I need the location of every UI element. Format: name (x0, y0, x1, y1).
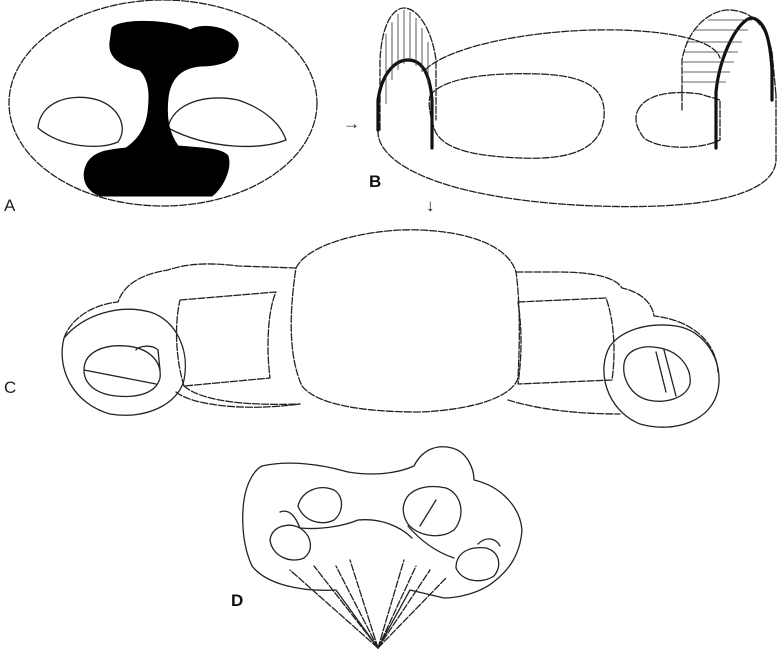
panel-a-left-ring (38, 97, 122, 146)
panel-b-top-rim (425, 30, 720, 70)
panel-c-upper-outline-right (516, 272, 718, 372)
panel-b-label: B (369, 172, 381, 191)
panel-d-fan-lines (290, 560, 446, 648)
panel-d-left-loop-upper (298, 488, 342, 523)
panel-a-right-ring (168, 98, 286, 147)
panel-d-right-loop-lower (456, 548, 499, 581)
panel-c-left-drum-lower (184, 386, 300, 404)
panel-c-left-ring-strip (136, 346, 160, 370)
panel-b-left-hole (429, 74, 604, 159)
panel-c-label: C (4, 378, 16, 397)
panel-b: B (369, 8, 776, 207)
panel-d-right-loop-mid (478, 539, 500, 546)
panel-b-right-arch (682, 10, 776, 148)
panel-d-left-arm (280, 511, 412, 538)
arrow-a-to-b: → (343, 114, 360, 133)
panel-b-right-arch-bold (716, 18, 772, 148)
panel-d: D (231, 447, 522, 648)
panel-c-right-drum (518, 298, 614, 384)
panel-c-right-drum-lower (508, 400, 620, 414)
panel-a-label: A (4, 196, 16, 215)
panel-d-right-loop-upper (403, 487, 461, 536)
panel-a: A (4, 0, 317, 215)
arrow-b-to-c: ↓ (426, 196, 435, 215)
panel-d-label: D (231, 591, 243, 610)
panel-c-central-dome (291, 230, 519, 412)
panel-a-black-shape (84, 21, 238, 196)
panel-c-left-ring-outer (62, 309, 185, 415)
panel-c: C (4, 230, 719, 427)
panel-d-left-loop-lower (270, 525, 310, 560)
panel-c-left-drum (177, 292, 276, 386)
panel-b-left-arch (378, 8, 436, 148)
panel-b-right-hole (636, 93, 720, 148)
panel-c-left-ring-inner (84, 346, 160, 397)
